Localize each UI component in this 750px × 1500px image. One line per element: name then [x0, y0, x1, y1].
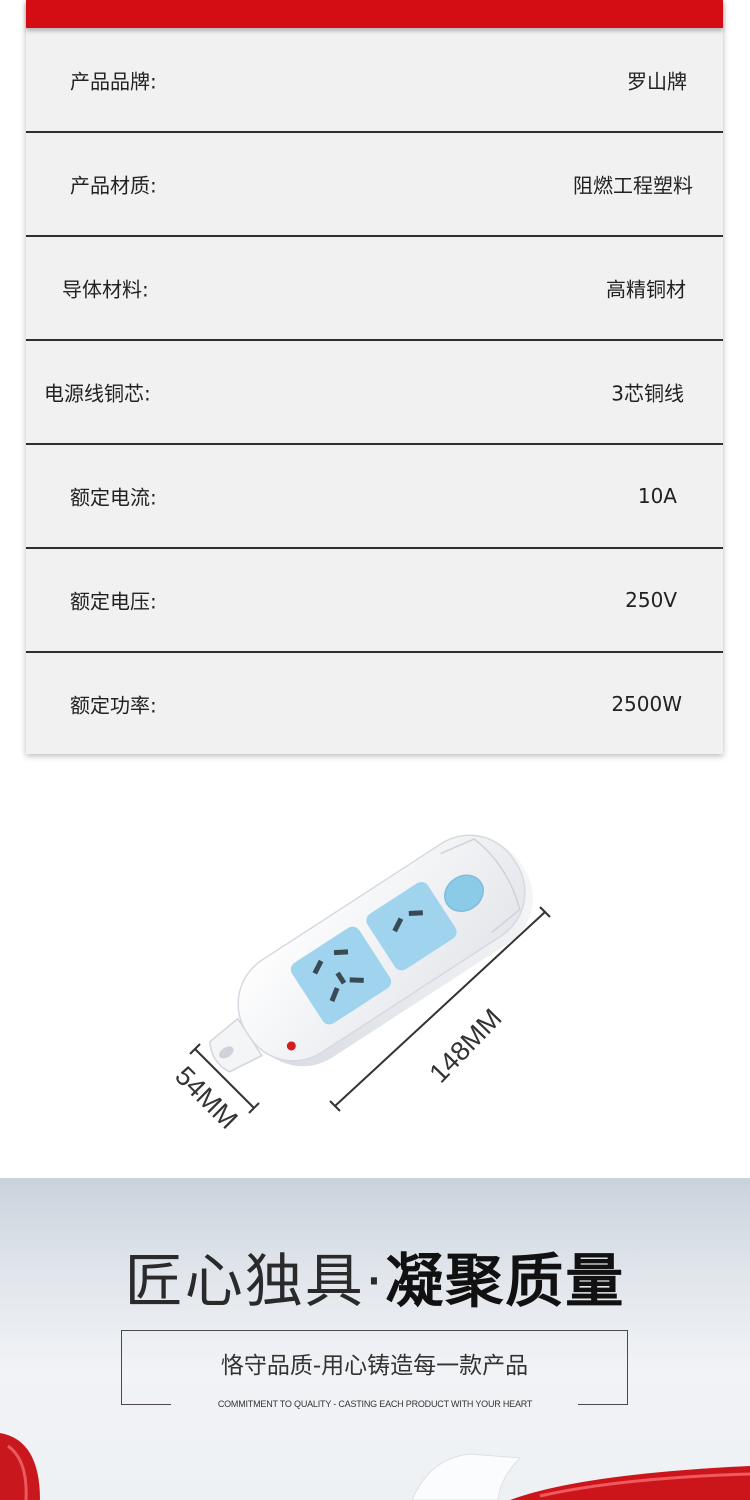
spec-table-header-bar	[26, 0, 723, 28]
length-label: 148MM	[423, 1003, 507, 1089]
spec-row-brand: 产品品牌: 罗山牌	[26, 28, 723, 132]
spec-value: 罗山牌	[627, 69, 687, 94]
socket-slot	[392, 917, 404, 933]
spec-row-conductor: 导体材料: 高精铜材	[26, 235, 723, 339]
spec-row-rated-voltage: 额定电压: 250V	[26, 547, 723, 651]
spec-value: 250V	[625, 588, 677, 612]
spec-label: 额定功率:	[70, 693, 157, 717]
banner-title: 匠心独具·凝聚质量	[0, 1246, 750, 1316]
banner-subtitle-en: COMMITMENT TO QUALITY - CASTING EACH PRO…	[217, 1399, 533, 1409]
power-strip	[209, 834, 533, 1073]
hanging-tab	[209, 1017, 263, 1073]
banner-title-bold: 凝聚质量	[385, 1247, 626, 1315]
spec-row-material: 产品材质: 阻燃工程塑料	[26, 131, 723, 235]
red-cable-left	[0, 1433, 40, 1500]
two-pin-socket	[366, 881, 457, 971]
spec-label: 产品材质:	[70, 173, 157, 198]
spec-label: 导体材料:	[62, 277, 149, 302]
subtitle-frame-bottom-left	[121, 1404, 171, 1405]
hanging-hole	[219, 1046, 234, 1059]
subtitle-frame-bottom-right	[578, 1404, 628, 1405]
spec-value: 高精铜材	[606, 277, 686, 302]
width-dimension-line	[194, 1048, 255, 1109]
spec-value: 2500W	[611, 691, 682, 716]
width-dimension-cap	[189, 1043, 201, 1055]
product-illustration: 148MM 54MM	[0, 770, 750, 1170]
spec-table: 产品品牌: 罗山牌 产品材质: 阻燃工程塑料 导体材料: 高精铜材 电源线铜芯:…	[26, 0, 723, 754]
banner-decoration	[0, 1433, 750, 1500]
indicator-light	[286, 1041, 296, 1051]
spec-row-rated-current: 额定电流: 10A	[26, 443, 723, 547]
spec-row-rated-power: 额定功率: 2500W	[26, 651, 723, 754]
quality-banner: 匠心独具·凝聚质量 恪守品质-用心铸造每一款产品 COMMITMENT TO Q…	[0, 1178, 750, 1500]
spec-label: 产品品牌:	[70, 69, 157, 94]
socket-slot	[333, 949, 349, 956]
width-dimension-cap	[248, 1102, 260, 1114]
banner-title-light: 匠心独具·	[124, 1247, 386, 1315]
socket-slot	[312, 959, 324, 975]
socket-slot	[349, 977, 364, 983]
spec-row-cable-core: 电源线铜芯: 3芯铜线	[26, 339, 723, 443]
spec-label: 额定电流:	[70, 485, 157, 510]
spec-value: 阻燃工程塑料	[573, 173, 693, 198]
power-switch	[444, 874, 484, 912]
socket-slot	[408, 910, 423, 917]
product-corner	[411, 1453, 522, 1500]
socket-slot	[335, 971, 347, 985]
spec-value: 3芯铜线	[611, 381, 684, 406]
subtitle-frame	[121, 1330, 628, 1404]
socket-slot	[329, 987, 340, 1002]
spec-label: 电源线铜芯:	[44, 381, 151, 406]
spec-value: 10A	[637, 484, 677, 508]
power-strip-image: 148MM 54MM	[169, 834, 551, 1135]
spec-label: 额定电压:	[70, 589, 157, 614]
length-dimension-cap	[539, 906, 551, 918]
length-dimension-line	[334, 911, 546, 1107]
length-dimension-cap	[329, 1100, 341, 1112]
red-cable-highlight	[7, 1444, 28, 1500]
red-cable-highlight	[539, 1472, 750, 1498]
strip-rear-panel	[440, 838, 521, 934]
banner-subtitle: 恪守品质-用心铸造每一款产品	[220, 1353, 529, 1379]
width-label: 54MM	[169, 1061, 243, 1135]
